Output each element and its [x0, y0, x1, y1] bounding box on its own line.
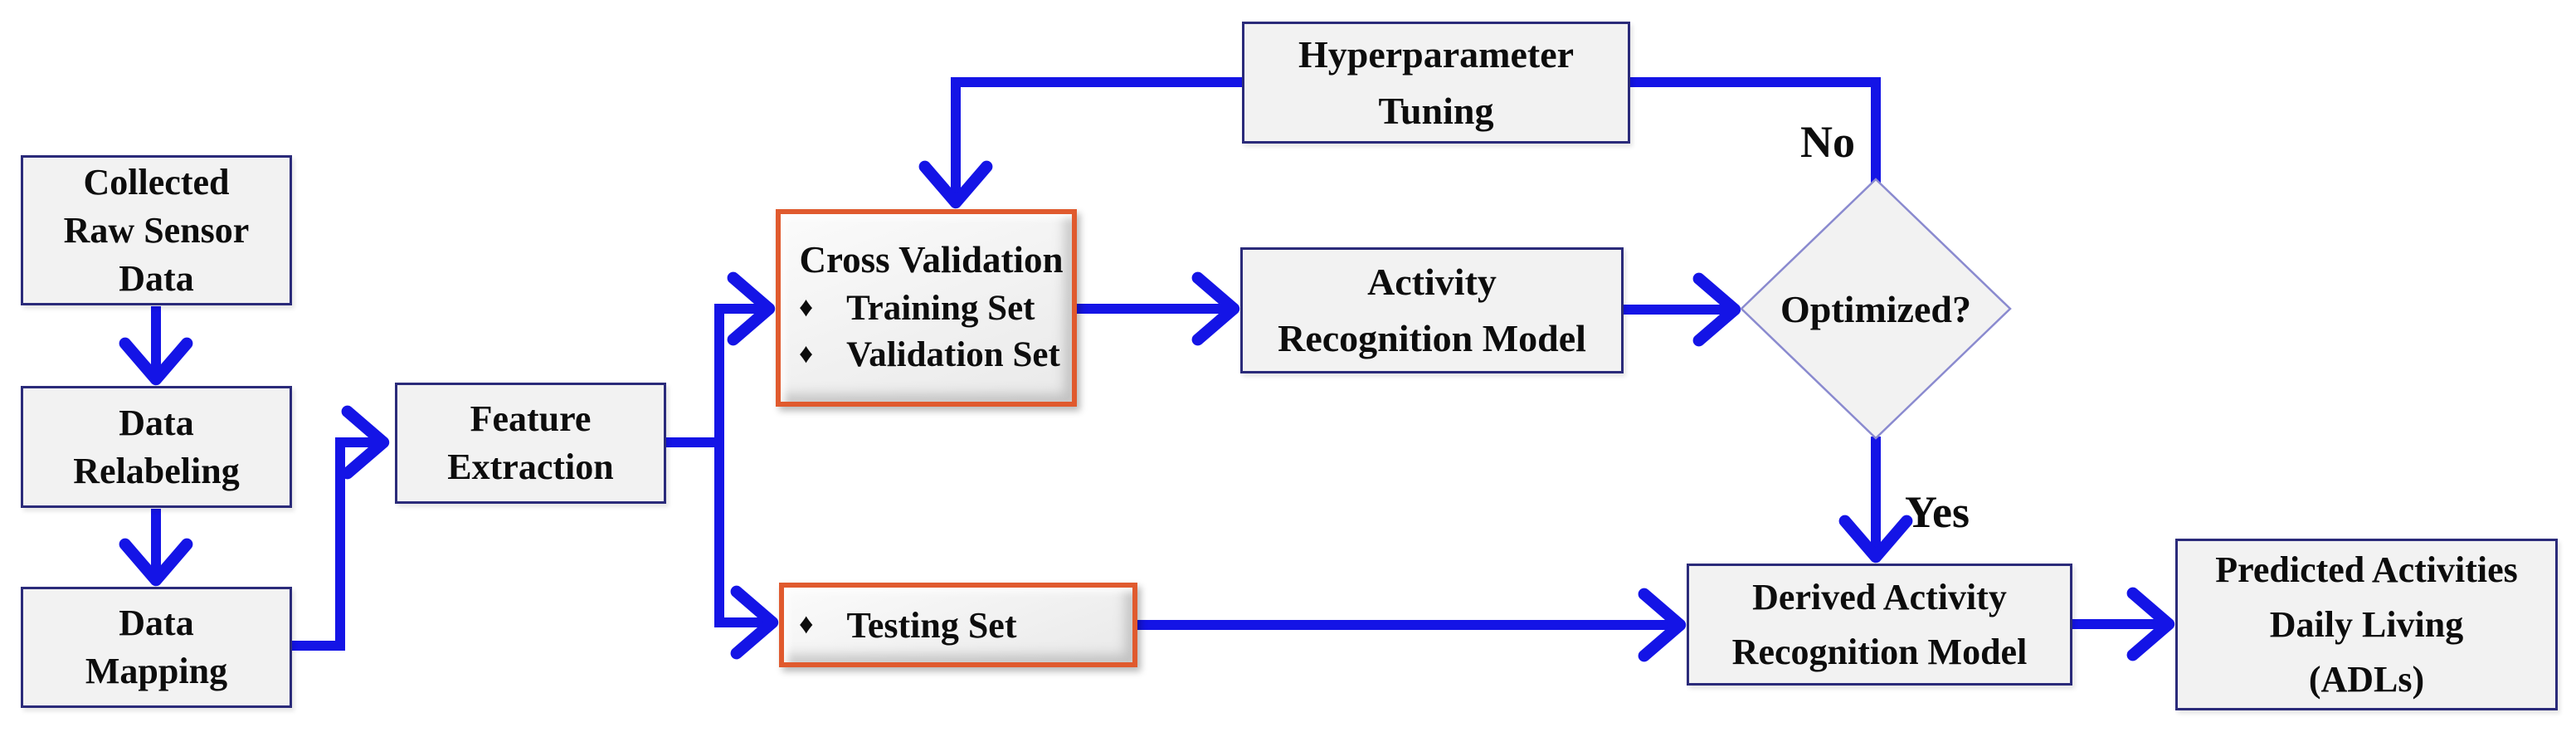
decision-optimized-label: Optimized? [1741, 179, 2010, 438]
node-testing-set: ♦ Testing Set [779, 583, 1137, 667]
node-label: Hyperparameter Tuning [1298, 32, 1575, 132]
node-data-relabeling: Data Relabeling [21, 386, 292, 508]
node-label: Data Mapping [85, 603, 228, 691]
no-label: No [1800, 117, 1855, 167]
yes-label: Yes [1905, 487, 1970, 537]
node-activity-recognition-model: Activity Recognition Model [1240, 247, 1624, 373]
node-label: Feature Extraction [447, 398, 614, 487]
node-label: Predicted Activities Daily Living (ADLs) [2215, 549, 2518, 700]
diamond-bullet-icon: ♦ [799, 608, 814, 640]
cross-validation-item-training: ♦ Training Set [799, 285, 1064, 332]
node-label: Derived Activity Recognition Model [1731, 576, 2028, 672]
edge-mapping-to-feature [292, 405, 390, 651]
node-predicted-activities-adls: Predicted Activities Daily Living (ADLs) [2175, 539, 2558, 710]
node-derived-activity-recognition-model: Derived Activity Recognition Model [1687, 564, 2072, 686]
node-collected-raw-sensor-data: Collected Raw Sensor Data [21, 155, 292, 305]
node-feature-extraction: Feature Extraction [395, 383, 666, 504]
decision-branch-label-yes: Yes [1905, 490, 1970, 534]
cross-validation-item-label: Training Set [846, 289, 1035, 328]
decision-branch-label-no: No [1784, 120, 1872, 164]
node-cross-validation: Cross Validation ♦ Training Set ♦ Valida… [776, 209, 1077, 407]
testing-set-item: ♦ Testing Set [799, 604, 1016, 647]
node-data-mapping: Data Mapping [21, 587, 292, 708]
testing-set-label: Testing Set [846, 604, 1017, 646]
cross-validation-title: Cross Validation [799, 239, 1064, 281]
node-label: Activity Recognition Model [1278, 261, 1586, 359]
cross-validation-item-label: Validation Set [846, 335, 1060, 374]
diamond-bullet-icon: ♦ [799, 292, 814, 323]
node-label: Data Relabeling [73, 402, 240, 491]
node-hyperparameter-tuning: Hyperparameter Tuning [1242, 22, 1630, 144]
diamond-bullet-icon: ♦ [799, 339, 814, 369]
decision-diamond-shape [1740, 178, 2012, 440]
cross-validation-item-validation: ♦ Validation Set [799, 332, 1064, 378]
node-label: Optimized? [1780, 287, 1971, 330]
node-label: Collected Raw Sensor Data [63, 161, 250, 299]
